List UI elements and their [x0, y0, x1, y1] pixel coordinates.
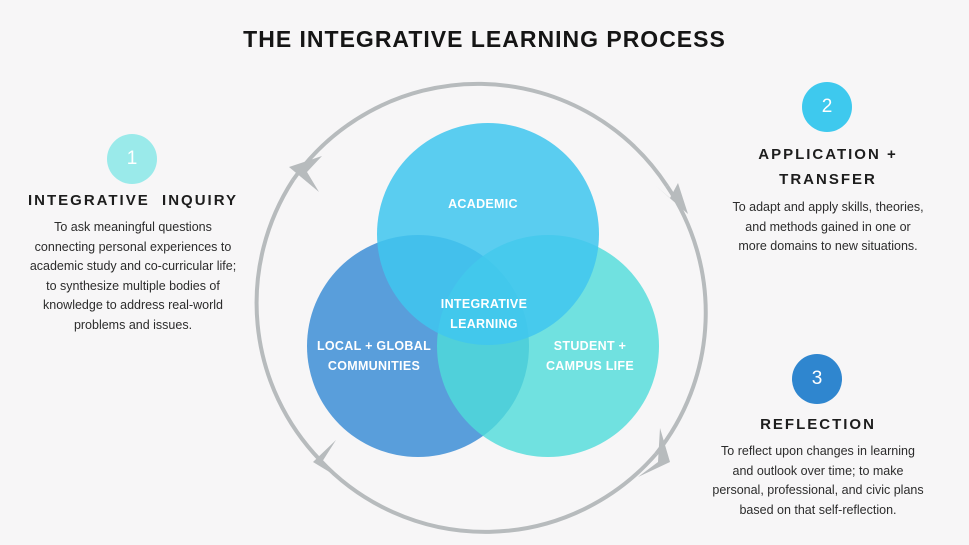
cycle-arc-right [654, 184, 708, 456]
venn-label-line: COMMUNITIES [327, 359, 421, 373]
page-title: THE INTEGRATIVE LEARNING PROCESS [243, 26, 726, 52]
step-1-title-line: INTEGRATIVE INQUIRY [27, 192, 238, 209]
step-2-title-line: TRANSFER [779, 171, 877, 188]
step-2-desc-line: To adapt and apply skills, theories, [732, 200, 924, 214]
step-3-number: 3 [811, 368, 823, 389]
cycle-arrow-top-left-icon [289, 156, 322, 192]
step-1-desc-line: problems and issues. [73, 317, 193, 332]
step-2-desc-line: more domains to new situations. [738, 239, 918, 253]
step-1-desc-line: To ask meaningful questions [54, 220, 212, 234]
step-2-description: To adapt and apply skills, theories, and… [697, 198, 959, 257]
venn-label-center: INTEGRATIVE LEARNING [414, 294, 554, 334]
step-3-description: To reflect upon changes in learning and … [682, 442, 954, 520]
step-3-desc-line: personal, professional, and civic plans [712, 483, 924, 497]
step-1-desc-line: academic study and co-curricular life; [29, 259, 237, 273]
venn-label-line: LEARNING [450, 317, 518, 331]
step-3-desc-line: To reflect upon changes in learning [721, 444, 915, 458]
cycle-arrow-bottom-left-icon [313, 440, 336, 476]
step-1-title: INTEGRATIVE INQUIRY [2, 188, 264, 213]
venn-label-line: LOCAL + GLOBAL [316, 339, 432, 353]
step-2-desc-line: and methods gained in one or [745, 219, 911, 234]
step-2-number: 2 [821, 96, 833, 117]
step-1-desc-line: knowledge to address real-world [43, 298, 223, 312]
cycle-arc-top [291, 81, 669, 188]
step-2-title: APPLICATION + TRANSFER [697, 142, 959, 192]
cycle-arrow-top-right-icon [656, 183, 688, 214]
venn-label-student-campus: STUDENT + CAMPUS LIFE [520, 336, 660, 376]
venn-label-line: CAMPUS LIFE [545, 359, 635, 373]
step-3-badge: 3 [792, 354, 842, 404]
step-3-desc-line: based on that self-reflection. [739, 502, 897, 517]
venn-label-line: INTEGRATIVE [440, 297, 528, 311]
step-3-title-line: REFLECTION [760, 416, 876, 433]
cycle-arc-bottom [318, 452, 658, 534]
step-3-title: REFLECTION [687, 412, 949, 437]
step-1-desc-line: to synthesize multiple bodies of [46, 278, 220, 293]
step-3-desc-line: and outlook over time; to make [732, 463, 904, 478]
step-2-badge: 2 [802, 82, 852, 132]
step-1-desc-line: connecting personal experiences to [34, 239, 232, 254]
step-1-number: 1 [126, 148, 138, 169]
venn-label-line: STUDENT + [553, 339, 627, 353]
cycle-arc-left [254, 178, 322, 462]
step-1-badge: 1 [107, 134, 157, 184]
step-1-description: To ask meaningful questions connecting p… [2, 218, 264, 335]
venn-label-line: ACADEMIC [448, 197, 518, 211]
step-2-title-line: APPLICATION + [758, 146, 898, 163]
cycle-arrow-bottom-right-icon [638, 428, 670, 477]
venn-label-local-global: LOCAL + GLOBAL COMMUNITIES [304, 336, 444, 376]
venn-circle-academic [377, 123, 599, 345]
venn-label-academic: ACADEMIC [413, 194, 553, 214]
